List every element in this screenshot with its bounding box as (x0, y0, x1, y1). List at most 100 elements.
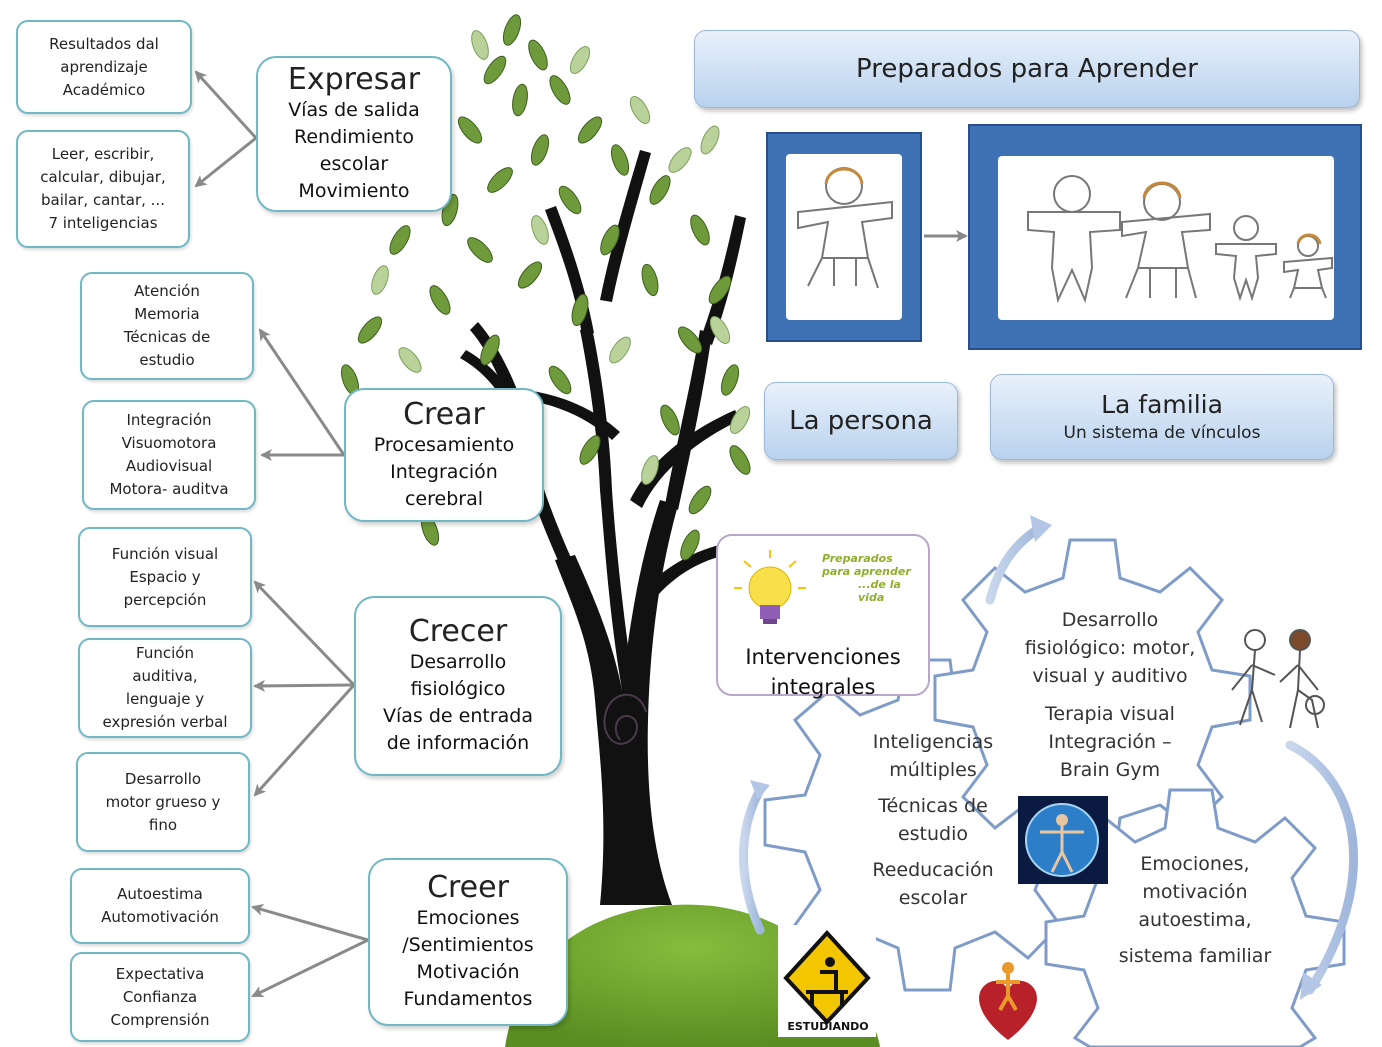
connector-arrows (194, 70, 369, 998)
heart-icon (979, 962, 1037, 1040)
banner-title: Preparados para Aprender (855, 54, 1198, 84)
box-line: estudio (139, 351, 195, 369)
box-line: Emociones (416, 907, 520, 929)
box-atencion-memoria: Atención Memoria Técnicas de estudio (80, 272, 254, 380)
gear-left-text: Inteligencias múltiples Técnicas de estu… (848, 728, 1018, 912)
expresar-title: Expresar (287, 62, 421, 97)
tree-trunk (460, 150, 746, 905)
box-line: Desarrollo (409, 651, 507, 673)
box-line: fisiológico (410, 678, 506, 700)
box-funcion-visual: Función visual Espacio y percepción (78, 527, 252, 627)
box-line: Movimiento (298, 180, 410, 202)
box-line: Atención (134, 282, 200, 300)
label-la-persona: La persona (764, 382, 958, 460)
box-line: Desarrollo (124, 769, 202, 788)
gear-line: escolar (898, 887, 968, 909)
people-sketch-icon (1231, 629, 1325, 729)
box-line: motor grueso y (105, 792, 221, 811)
box-line: Vías de entrada (383, 705, 533, 727)
crecer-title: Crecer (408, 614, 508, 649)
frame-familia (968, 124, 1362, 350)
label-line: integrales (770, 675, 876, 699)
logo-line: para aprender (822, 565, 911, 578)
box-intervenciones: Preparados para aprender ...de la vida I… (716, 534, 930, 699)
box-line: Memoria (134, 305, 200, 323)
gear-line: sistema familiar (1118, 945, 1272, 967)
box-line: Motivación (416, 961, 520, 983)
box-line: Leer, escribir, (51, 145, 155, 163)
box-autoestima: Autoestima Automotivación (70, 868, 250, 944)
box-line: Confianza (122, 987, 198, 1006)
box-line: Técnicas de (123, 328, 211, 346)
familia-title: La familia (1101, 390, 1223, 419)
gear-line: Reeducación (872, 859, 994, 881)
gear-line: Terapia visual (1045, 703, 1175, 725)
box-line: Resultados dal (49, 34, 159, 53)
box-desarrollo-motor: Desarrollo motor grueso y fino (76, 752, 250, 852)
box-line: expresión verbal (102, 713, 228, 731)
box-creer: Creer Emociones /Sentimientos Motivación… (368, 858, 568, 1026)
box-line: lenguaje y (125, 690, 205, 708)
gear-group (763, 538, 1346, 1047)
frame-persona (766, 132, 922, 342)
gear-line: Emociones, (1140, 853, 1250, 875)
box-line: 7 inteligencias (48, 214, 158, 232)
gear-line: fisiológico: motor, (1024, 637, 1196, 659)
box-line: Fundamentos (403, 988, 533, 1010)
box-expectativa: Expectativa Confianza Comprensión (70, 952, 250, 1042)
box-line: escolar (319, 153, 389, 175)
box-line: Espacio y (129, 567, 201, 586)
gear-line: Técnicas de (878, 795, 988, 817)
gear-top-text: Desarrollo fisiológico: motor, visual y … (1010, 606, 1210, 784)
box-line: Procesamiento (373, 433, 515, 456)
gear-line: autoestima, (1138, 909, 1252, 931)
logo-line: ...de la vida (858, 578, 901, 604)
box-integracion-visuomotora: Integración Visuomotora Audiovisual Moto… (82, 400, 256, 510)
box-line: aprendizaje (60, 57, 148, 76)
logo-text: Preparados para aprender ...de la vida (822, 552, 928, 604)
gear-line: múltiples (889, 759, 977, 781)
logo-line: Preparados (822, 552, 893, 565)
box-line: Integración (390, 460, 498, 483)
box-funcion-auditiva: Función auditiva, lenguaje y expresión v… (78, 638, 252, 738)
gear-line: Integración – (1048, 731, 1172, 753)
box-line: Audiovisual (125, 457, 213, 475)
banner-preparados-para-aprender: Preparados para Aprender (694, 30, 1360, 108)
gear-line: motivación (1142, 881, 1248, 903)
gear-line: estudio (897, 823, 969, 845)
box-line: auditiva, (132, 667, 198, 685)
box-line: Rendimiento (293, 126, 414, 148)
gear-line: Brain Gym (1059, 759, 1161, 781)
studying-sign-icon (778, 925, 876, 1037)
tree-leaves (340, 14, 751, 561)
creer-title: Creer (427, 870, 509, 905)
gear-line: Desarrollo (1061, 609, 1159, 631)
box-line: Función visual (111, 544, 219, 563)
gear-right-text: Emociones, motivación autoestima, sistem… (1110, 850, 1280, 970)
familia-subtitle: Un sistema de vínculos (1063, 423, 1261, 443)
box-line: /Sentimientos (402, 934, 534, 956)
box-line: Expectativa (115, 964, 205, 983)
box-line: Visuomotora (121, 434, 217, 452)
box-expresar: Expresar Vías de salida Rendimiento esco… (256, 56, 452, 212)
trunk-spiral (603, 693, 647, 745)
box-leer-escribir: Leer, escribir, calcular, dibujar, baila… (16, 130, 190, 248)
persona-label: La persona (789, 406, 933, 436)
box-line: fino (148, 815, 178, 834)
box-line: Autoestima (117, 885, 203, 903)
box-line: bailar, cantar, ... (41, 191, 165, 209)
box-line: de información (386, 732, 530, 754)
studying-sign-label: ESTUDIANDO (787, 1020, 869, 1033)
box-resultados-aprendizaje: Resultados dal aprendizaje Académico (16, 20, 192, 114)
box-crear: Crear Procesamiento Integración cerebral (344, 388, 544, 522)
crear-title: Crear (403, 396, 485, 432)
box-line: Función (136, 644, 194, 662)
box-line: Académico (62, 80, 146, 99)
box-line: Automotivación (101, 908, 219, 926)
box-line: Comprensión (110, 1010, 210, 1029)
box-line: Integración (126, 411, 212, 429)
label-line: Intervenciones (745, 645, 901, 669)
intervenciones-label: Intervenciones integrales (718, 642, 928, 702)
vitruvian-globe-icon (1018, 796, 1108, 884)
